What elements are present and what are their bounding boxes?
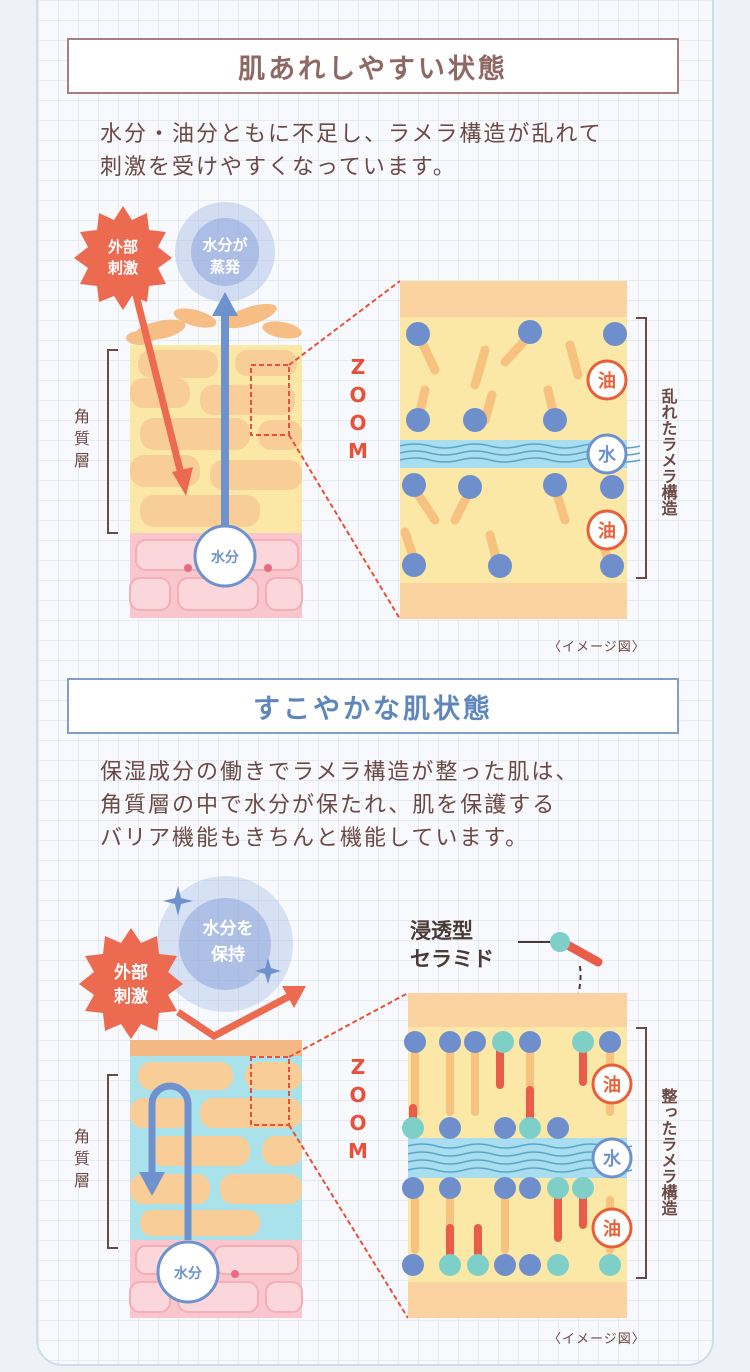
healthy-image-caption: 〈イメージ図〉 [548, 1332, 646, 1347]
rough-structure-label: 乱れたラメラ構造 [659, 387, 678, 516]
healthy-stratum-bracket [107, 1074, 118, 1249]
healthy-stratum-char-3: 層 [74, 1171, 90, 1190]
rough-zoom-letter-o2: O [349, 411, 366, 435]
rough-water-badge [586, 433, 628, 475]
healthy-stratum-char-2: 質 [74, 1149, 90, 1168]
healthy-water-label: 水 [603, 1148, 622, 1170]
rough-burst-line-1: 外部 [107, 238, 138, 256]
rough-zoom-letter-o1: O [349, 383, 366, 407]
stimulus-deflection-arrow [176, 992, 292, 1041]
rough-zoom-selection [250, 364, 290, 436]
rough-image-caption: 〈イメージ図〉 [548, 640, 646, 655]
rough-oil-label-top: 油 [598, 370, 616, 392]
healthy-desc-line-3: バリア機能もきちんと機能しています。 [100, 826, 530, 851]
healthy-oil-label-top: 油 [603, 1074, 621, 1096]
healthy-desc-line-2: 角質層の中で水分が保たれ、肌を保護する [100, 793, 557, 818]
healthy-skin-description: 保湿成分の働きでラメラ構造が整った肌は、 角質層の中で水分が保たれ、肌を保護する… [100, 756, 700, 855]
ceramide-label-line-1: 浸透型 [410, 919, 473, 943]
ceramide-label-line-2: セラミド [410, 947, 494, 971]
rough-external-stimulus-burst [74, 206, 172, 310]
vapor-label-line-2: 蒸発 [210, 258, 241, 276]
rough-skin-description: 水分・油分ともに不足し、ラメラ構造が乱れて 刺激を受けやすくなっています。 [100, 118, 700, 184]
hold-moisture-glow [157, 876, 293, 1012]
healthy-moisture-bubble [156, 1240, 220, 1304]
rough-lamella-panel: 油 水 油 [399, 281, 641, 619]
rough-stratum-bracket [107, 349, 118, 534]
rough-zoom-letter-m: M [348, 439, 368, 463]
moisture-retention-arrow [148, 1082, 192, 1240]
rough-oil-label-bottom: 油 [598, 520, 616, 542]
rough-skin-title: 肌あれしやすい状態 [67, 38, 679, 94]
healthy-oil-badge-bottom [591, 1207, 633, 1249]
healthy-moisture-label: 水分 [174, 1265, 202, 1282]
hold-label-line-1: 水分を [203, 918, 254, 939]
vapor-label-line-1: 水分が [202, 236, 248, 254]
sparkle-icon [163, 886, 193, 916]
rough-burst-line-2: 刺激 [108, 259, 139, 277]
rough-oil-badge-top [586, 359, 628, 401]
healthy-zoom-letter-o2: O [349, 1111, 366, 1135]
rough-structure-bracket [636, 317, 647, 579]
rough-stratum-char-3: 層 [74, 451, 90, 470]
healthy-external-stimulus-burst [79, 928, 183, 1039]
rough-moisture-label: 水分 [211, 549, 239, 566]
healthy-zoom-letter-z: Z [351, 1055, 366, 1079]
healthy-zoom-letter-o1: O [349, 1083, 366, 1107]
rough-oil-badge-bottom [586, 509, 628, 551]
healthy-skin-diagram: 水分を 保持 角 質 層 外部 刺激 水分 Z [74, 876, 679, 1319]
rough-desc-line-1: 水分・油分ともに不足し、ラメラ構造が乱れて [100, 122, 603, 147]
healthy-zoom-selection [250, 1056, 290, 1126]
rough-zoom-letter-z: Z [351, 355, 366, 379]
healthy-stratum-char-1: 角 [74, 1127, 90, 1146]
healthy-structure-label: 整ったラメラ構造 [659, 1087, 679, 1216]
stimulus-penetration-arrow [132, 294, 186, 479]
healthy-oil-badge-top [591, 1063, 633, 1105]
healthy-water-badge [591, 1137, 633, 1179]
healthy-desc-line-1: 保湿成分の働きでラメラ構造が整った肌は、 [100, 760, 580, 785]
rough-skin-diagram: 角 質 層 水分が 蒸発 外部 刺激 水分 Z O O M [74, 202, 678, 620]
healthy-lamella-panel: 油 水 油 [402, 993, 633, 1318]
rough-stratum-char-2: 質 [74, 429, 90, 448]
ceramide-molecule-icon [550, 932, 603, 967]
healthy-structure-bracket [636, 1027, 647, 1279]
healthy-oil-label-bottom: 油 [603, 1218, 621, 1240]
sparkle-icon [255, 958, 281, 984]
rough-desc-line-2: 刺激を受けやすくなっています。 [100, 155, 457, 180]
hold-label-line-2: 保持 [210, 944, 245, 965]
vapor-glow [175, 202, 275, 302]
healthy-burst-line-1: 外部 [114, 962, 148, 983]
healthy-skin-title: すこやかな肌状態 [67, 678, 679, 734]
rough-water-label: 水 [598, 444, 617, 466]
rough-stratum-char-1: 角 [74, 407, 90, 426]
healthy-burst-line-2: 刺激 [114, 986, 148, 1007]
rough-moisture-bubble [193, 524, 257, 588]
healthy-zoom-letter-m: M [348, 1139, 368, 1163]
